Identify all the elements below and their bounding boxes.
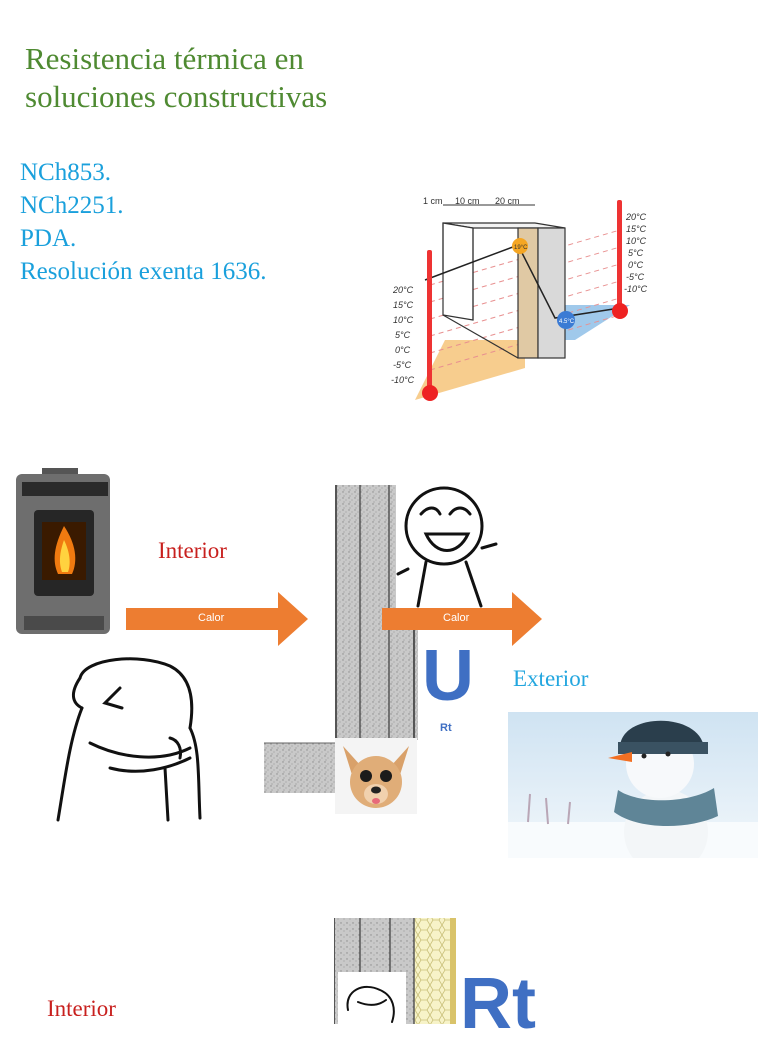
reference-item: NCh853. [20,159,111,186]
chihuahua-image [335,738,417,814]
left-scale-label: -5°C [393,360,412,370]
right-scale-label: 15°C [626,224,647,234]
thickness-label: 10 cm [455,196,480,206]
wall-section-insulated-image [334,918,456,1024]
right-scale-label: 10°C [626,236,647,246]
temperature-grid [429,229,621,371]
slide-title: Resistencia térmica en soluciones constr… [25,40,585,116]
warm-floor-zone [415,340,525,400]
inner-temp-label: 19°C [514,245,528,251]
reference-item: NCh2251. [20,192,124,219]
left-scale-label: 5°C [395,330,411,340]
rt-small-label: Rt [440,722,452,734]
left-scale-label: 10°C [393,315,414,325]
left-thermometer-tube [427,250,432,390]
meme-doodle-left [56,657,202,822]
title-line-2: soluciones constructivas [25,79,328,114]
inner-temp-badge [512,238,528,254]
right-thermometer-bulb [612,303,628,319]
heat-arrow-2-label: Calor [443,612,470,624]
right-scale-label: -5°C [626,272,645,282]
rt-large-label: Rt [460,964,536,1044]
left-thermometer-bulb [422,385,438,401]
pellet-stove-image [16,468,110,634]
thickness-label: 1 cm [423,196,443,206]
left-scale-label: 15°C [393,300,414,310]
reference-list: NCh853. NCh2251. PDA. Resolución exenta … [20,156,380,288]
interior-label: Interior [158,538,227,563]
thermal-wall-diagram: 1 cm 10 cm 20 cm 20°C 15°C 10°C 5°C 0°C … [391,196,648,401]
heat-arrow-1-label: Calor [198,612,225,624]
reference-item: Resolución exenta 1636. [20,258,267,285]
heat-arrow-1 [126,592,308,646]
thickness-label: 20 cm [495,196,520,206]
meme-doodle-laughing [396,484,506,608]
left-scale-label: -10°C [391,375,415,385]
left-scale-label: 0°C [395,345,411,355]
temperature-profile [424,244,621,319]
u-value-label: U [422,636,474,716]
interior-label-2: Interior [47,996,116,1021]
reference-item: PDA. [20,225,77,252]
left-scale-label: 20°C [392,285,414,295]
snowman-image [508,712,758,858]
right-scale-label: 20°C [625,212,647,222]
outer-temp-badge [557,311,575,329]
heat-arrow-2 [382,592,542,646]
exterior-label: Exterior [513,666,589,691]
right-scale-label: 0°C [628,260,644,270]
right-scale-label: 5°C [628,248,644,258]
right-scale-label: -10°C [624,284,648,294]
title-line-1: Resistencia térmica en [25,41,304,76]
outer-temp-label: 4.5°C [559,319,575,325]
right-thermometer-tube [617,200,622,310]
